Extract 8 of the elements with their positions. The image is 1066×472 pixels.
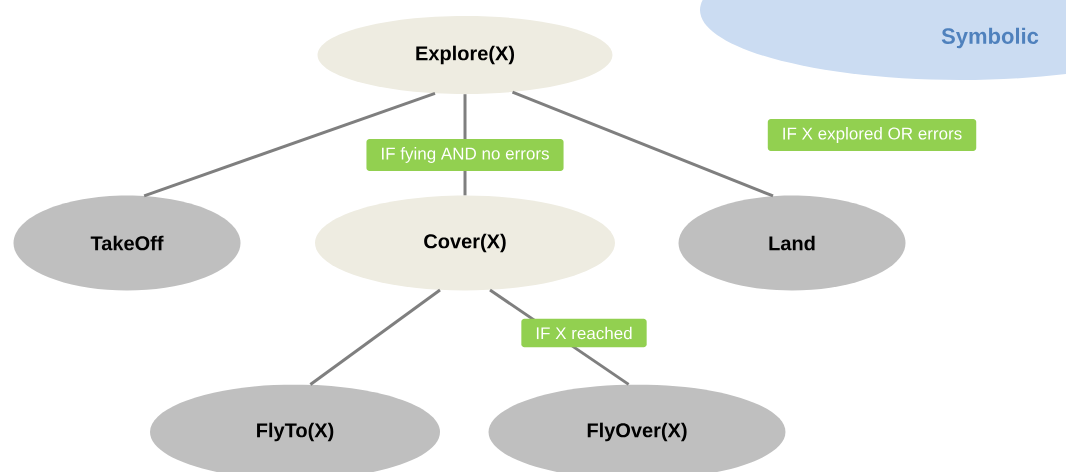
connector-line — [309, 288, 441, 386]
connector-line — [143, 91, 436, 198]
connector-line — [511, 90, 774, 198]
band-title: Symbolic — [941, 27, 1039, 49]
condition-label: IF X reached — [521, 318, 647, 348]
condition-label: IF fying AND no errors — [366, 139, 564, 171]
condition-label: IF X explored OR errors — [767, 119, 977, 151]
symbolic-band — [700, 0, 1066, 80]
